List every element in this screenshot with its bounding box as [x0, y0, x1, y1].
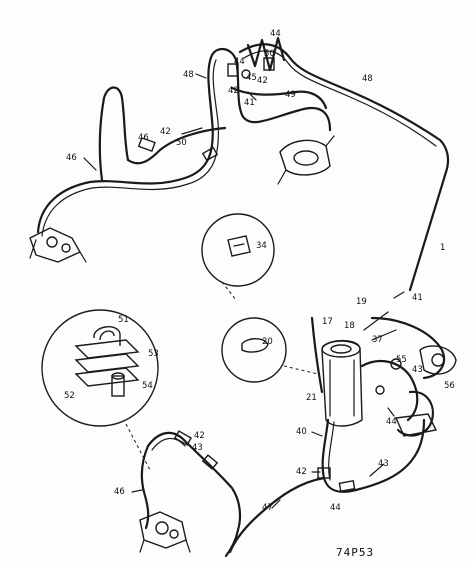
detail-circle-large [41, 309, 159, 471]
callout-c49: 49 [285, 90, 296, 100]
callout-c1: 1 [440, 243, 445, 253]
callout-c46b: 46 [138, 133, 149, 143]
upper-pipe-assembly [36, 36, 450, 292]
callout-c44a: 44 [270, 29, 281, 39]
callout-c42d: 42 [194, 431, 205, 441]
callout-c47: 47 [262, 503, 273, 513]
callout-c20: 20 [262, 337, 273, 347]
callout-c18: 18 [344, 321, 355, 331]
callout-c44c: 44 [330, 503, 341, 513]
callout-c50a: 50 [176, 138, 187, 148]
left-clamp-bracket [29, 227, 87, 263]
callout-c54: 54 [142, 381, 153, 391]
callout-c50b: 50 [264, 49, 275, 59]
reference-code: 74P53 [336, 546, 374, 559]
callout-c48a: 48 [183, 70, 194, 80]
callout-c43a: 43 [412, 365, 423, 375]
pipe-fittings-upper [137, 57, 275, 162]
callout-c41b: 41 [412, 293, 423, 303]
callout-c44d: 44 [386, 417, 397, 427]
callout-c42a: 42 [160, 127, 171, 137]
lower-right-assembly [310, 311, 457, 437]
callout-c42e: 42 [296, 467, 307, 477]
callout-c44b: 44 [234, 57, 245, 67]
callout-c21: 21 [306, 393, 317, 403]
callout-c42c: 42 [257, 76, 268, 86]
callout-c46a: 46 [66, 153, 77, 163]
callout-c41: 41 [244, 98, 255, 108]
detail-circle-34 [201, 213, 275, 301]
callout-c51: 51 [118, 315, 129, 325]
callout-c45: 45 [246, 73, 257, 83]
callout-c19: 19 [356, 297, 367, 307]
callout-labels: 48 50 42 44 46 44 45 42 41 49 48 42 50 4… [64, 29, 455, 513]
callout-c55: 55 [396, 355, 407, 365]
callout-c43b: 43 [192, 443, 203, 453]
callout-c37: 37 [372, 335, 383, 345]
callout-c40: 40 [296, 427, 307, 437]
leader-lines [83, 73, 405, 509]
callout-c56: 56 [444, 381, 455, 391]
detail-circle-20 [221, 317, 319, 383]
callout-c42b: 42 [228, 86, 239, 96]
callout-c52: 52 [64, 391, 75, 401]
lower-pipe-assembly [140, 418, 426, 558]
callout-c43c: 43 [378, 459, 389, 469]
callout-c34: 34 [256, 241, 267, 251]
lower-left-clamp [139, 511, 191, 553]
callout-c53: 53 [148, 349, 159, 359]
callout-c46c: 46 [114, 487, 125, 497]
callout-c48b: 48 [362, 74, 373, 84]
upper-right-bracket [277, 135, 335, 185]
callout-c17: 17 [322, 317, 333, 327]
